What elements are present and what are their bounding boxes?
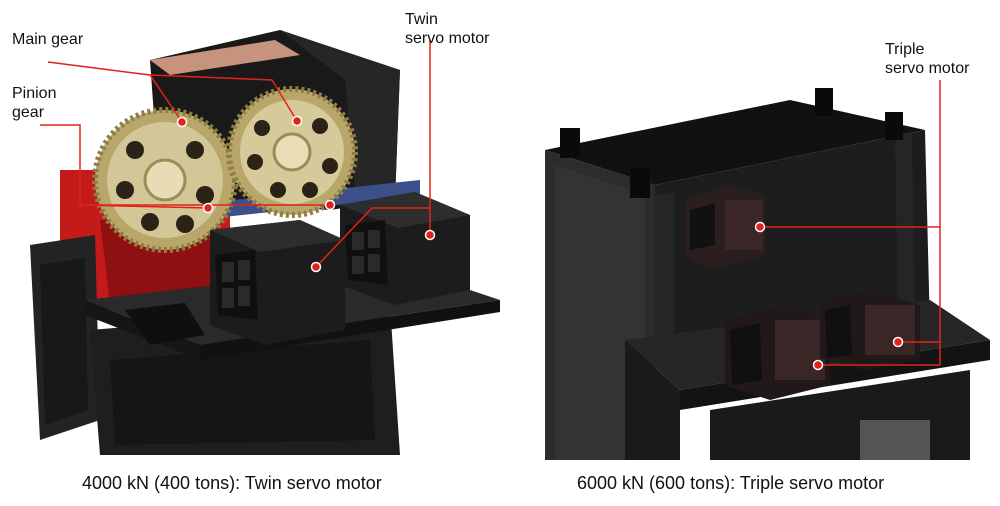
pinion-gear-label: Pinion gear: [12, 85, 57, 121]
triple-servo-motor-upper: [685, 185, 765, 270]
lower-frame-left: [625, 340, 680, 460]
triple-servo-press-drawing: [545, 80, 990, 460]
twin-servo-motor-label: Twin servo motor: [405, 11, 490, 47]
tie-rod-right: [895, 132, 915, 332]
press-top: [545, 100, 925, 185]
triple-servo-press-illustration: Triple servo motor: [530, 0, 1000, 460]
top-nuts: [560, 88, 903, 198]
housing-side: [280, 30, 400, 200]
main-gear-label: Main gear: [12, 31, 84, 48]
twin-servo-press-drawing: [30, 30, 500, 455]
platform-block: [125, 303, 205, 345]
pinion-callout-a: [40, 124, 209, 209]
triple-servo-motor-lower-2: [820, 290, 920, 370]
callout-dots-left: [176, 115, 436, 273]
twin-servo-motor-1: [210, 220, 345, 345]
triple-servo-motor-label: Triple servo motor: [885, 41, 970, 77]
caption-triple-servo: 6000 kN (600 tons): Triple servo motor: [577, 473, 885, 493]
caption-twin-servo: 4000 kN (400 tons): Twin servo motor: [82, 473, 382, 493]
twin-servo-motor-2: [340, 192, 470, 305]
lower-gap: [860, 420, 930, 460]
frame-base-inner: [110, 340, 375, 445]
twin-servo-press-illustration: Main gear Pinion gear Twin servo motor: [0, 0, 505, 460]
tie-rod-left: [655, 192, 675, 352]
main-gear-shape: [226, 86, 358, 218]
pinion-gear-shape: [92, 107, 238, 253]
callout-dots-right: [754, 221, 904, 371]
housing-top-plate: [150, 40, 300, 75]
frame-left-inner: [40, 258, 88, 425]
press-side-inner: [555, 165, 645, 460]
callout-lines-right: [760, 80, 941, 366]
twin-motor-callout-b: [315, 207, 430, 268]
platform-edge-front: [200, 300, 500, 360]
triple-servo-motor-lower-1: [725, 305, 830, 400]
main-gear-callout-b: [149, 74, 298, 122]
